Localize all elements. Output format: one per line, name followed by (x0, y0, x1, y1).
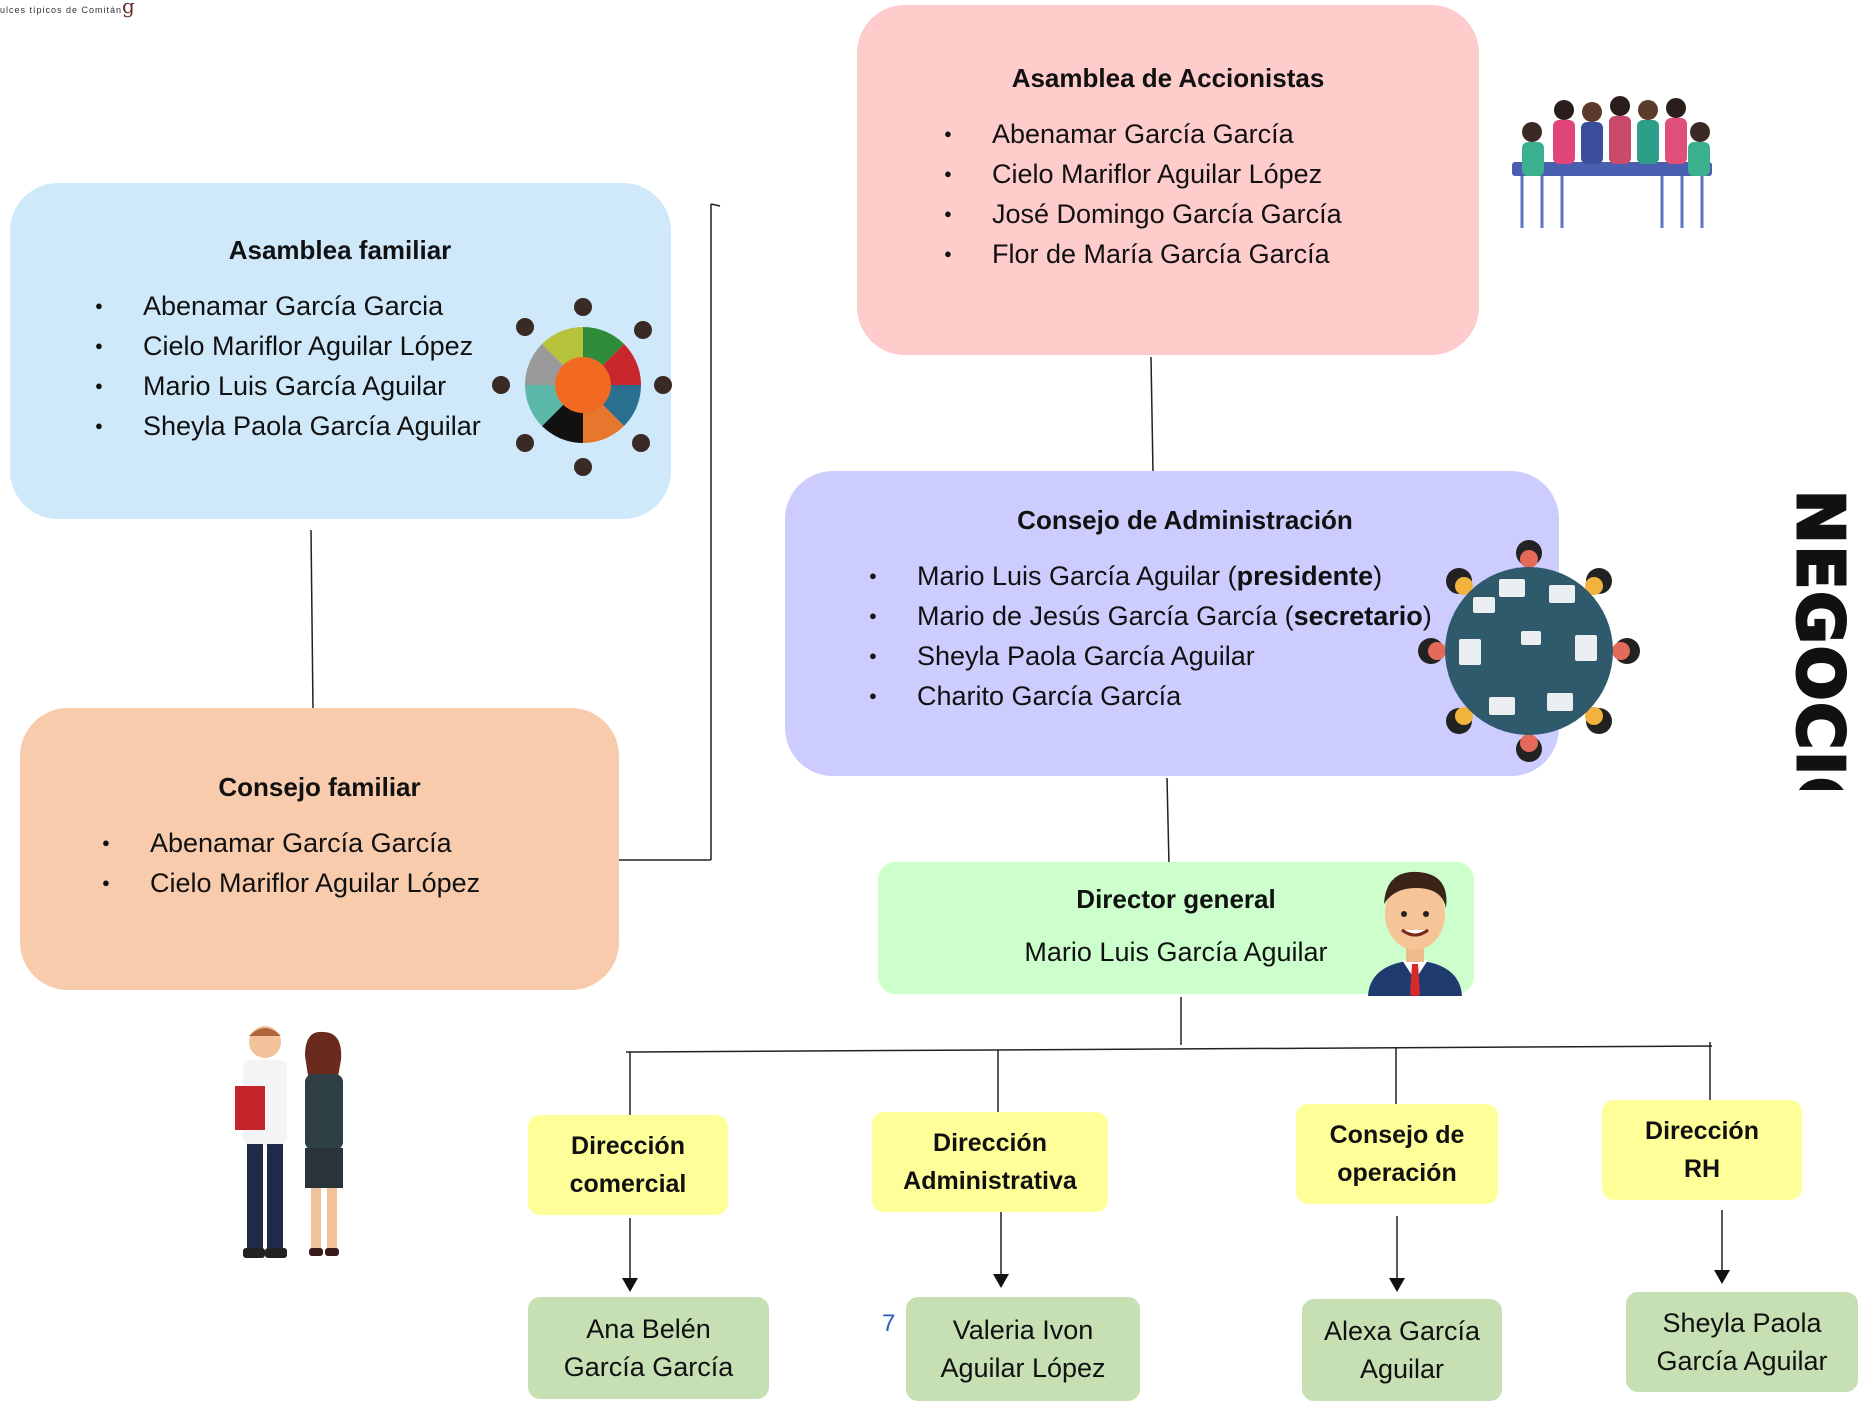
consejo-familiar-members: Abenamar García García Cielo Mariflor Ag… (102, 823, 619, 903)
consejo-familiar-box: Consejo familiar Abenamar García García … (20, 708, 619, 990)
direccion-label-line2: comercial (569, 1170, 687, 1198)
consejo-familiar-title: Consejo familiar (218, 772, 421, 802)
person-box-administrativa: Valeria Ivon Aguilar López (906, 1297, 1140, 1401)
member-item: Abenamar García Garcia (95, 286, 671, 326)
member-item: Mario de Jesús García García (secretario… (869, 596, 1559, 636)
consejo-administracion-box: Consejo de Administración Mario Luis Gar… (785, 471, 1559, 776)
member-close: ) (1422, 601, 1432, 631)
person-line2: García García (563, 1352, 734, 1382)
negocio-text: NEGOCIO (1782, 490, 1856, 790)
member-name: Mario Luis García Aguilar ( (917, 561, 1237, 591)
member-item: Mario Luis García Aguilar (presidente) (869, 556, 1559, 596)
couple-illustration (235, 1026, 343, 1258)
director-general-title: Director general (1076, 884, 1276, 914)
direccion-label-line1: Dirección (933, 1129, 1047, 1157)
asamblea-accionistas-members: Abenamar García García Cielo Mariflor Ag… (944, 114, 1479, 274)
director-avatar (1368, 871, 1462, 996)
person-box-rh: Sheyla Paola García Aguilar (1626, 1292, 1858, 1392)
asamblea-familiar-members: Abenamar García Garcia Cielo Mariflor Ag… (95, 286, 671, 446)
member-item: Cielo Mariflor Aguilar López (102, 863, 619, 903)
consejo-operacion-box: Consejo de operación (1296, 1104, 1498, 1204)
direccion-comercial-box: Dirección comercial (528, 1115, 728, 1215)
direccion-label-line1: Dirección (1645, 1117, 1759, 1145)
member-item: José Domingo García García (944, 194, 1479, 234)
direccion-label-line2: operación (1337, 1159, 1457, 1187)
member-item: Mario Luis García Aguilar (95, 366, 671, 406)
page-number: 7 (882, 1310, 896, 1337)
member-item: Flor de María García García (944, 234, 1479, 274)
meeting-table-illustration (1418, 540, 1640, 762)
person-line1: Valeria Ivon (952, 1315, 1094, 1345)
consejo-administracion-title: Consejo de Administración (1017, 505, 1353, 535)
family-circle-illustration (492, 298, 672, 476)
direccion-label-line1: Dirección (571, 1132, 685, 1160)
person-line2: Aguilar López (940, 1353, 1106, 1383)
member-item: Cielo Mariflor Aguilar López (944, 154, 1479, 194)
person-line1: Alexa García (1323, 1316, 1481, 1346)
member-item: Abenamar García García (944, 114, 1479, 154)
person-box-operacion: Alexa García Aguilar (1302, 1299, 1502, 1401)
asamblea-accionistas-title: Asamblea de Accionistas (1011, 63, 1325, 93)
member-role: secretario (1293, 601, 1423, 631)
asamblea-familiar-title: Asamblea familiar (228, 235, 452, 265)
logo-tagline: ulces típicos de Comitáng (0, 0, 136, 18)
member-item: Sheyla Paola García Aguilar (869, 636, 1559, 676)
person-line2: García Aguilar (1656, 1346, 1828, 1376)
member-item: Sheyla Paola García Aguilar (95, 406, 671, 446)
person-line2: Aguilar (1359, 1354, 1445, 1384)
person-box-comercial: Ana Belén García García (528, 1297, 769, 1399)
direccion-rh-box: Dirección RH (1602, 1100, 1802, 1200)
person-line1: Ana Belén (586, 1314, 711, 1344)
member-item: Cielo Mariflor Aguilar López (95, 326, 671, 366)
member-item: Abenamar García García (102, 823, 619, 863)
member-role: presidente (1236, 561, 1374, 591)
member-close: ) (1373, 561, 1383, 591)
logo-tagline-text: ulces típicos de Comitán (0, 5, 123, 15)
direccion-label-line1: Consejo de (1329, 1121, 1465, 1149)
director-general-name: Mario Luis García Aguilar (1024, 937, 1328, 967)
direccion-label-line2: Administrativa (903, 1167, 1077, 1195)
direccion-label-line2: RH (1683, 1155, 1721, 1183)
negocio-side-label: NEGOCIO (1781, 490, 1858, 790)
director-general-box: Director general Mario Luis García Aguil… (878, 862, 1474, 994)
direccion-administrativa-box: Dirección Administrativa (872, 1112, 1108, 1212)
member-item: Charito García García (869, 676, 1559, 716)
asamblea-accionistas-box: Asamblea de Accionistas Abenamar García … (857, 5, 1479, 355)
member-name: Mario de Jesús García García ( (917, 601, 1294, 631)
team-meeting-illustration (1512, 96, 1712, 228)
person-line1: Sheyla Paola (1662, 1308, 1822, 1338)
consejo-administracion-members: Mario Luis García Aguilar (presidente) M… (869, 556, 1559, 716)
